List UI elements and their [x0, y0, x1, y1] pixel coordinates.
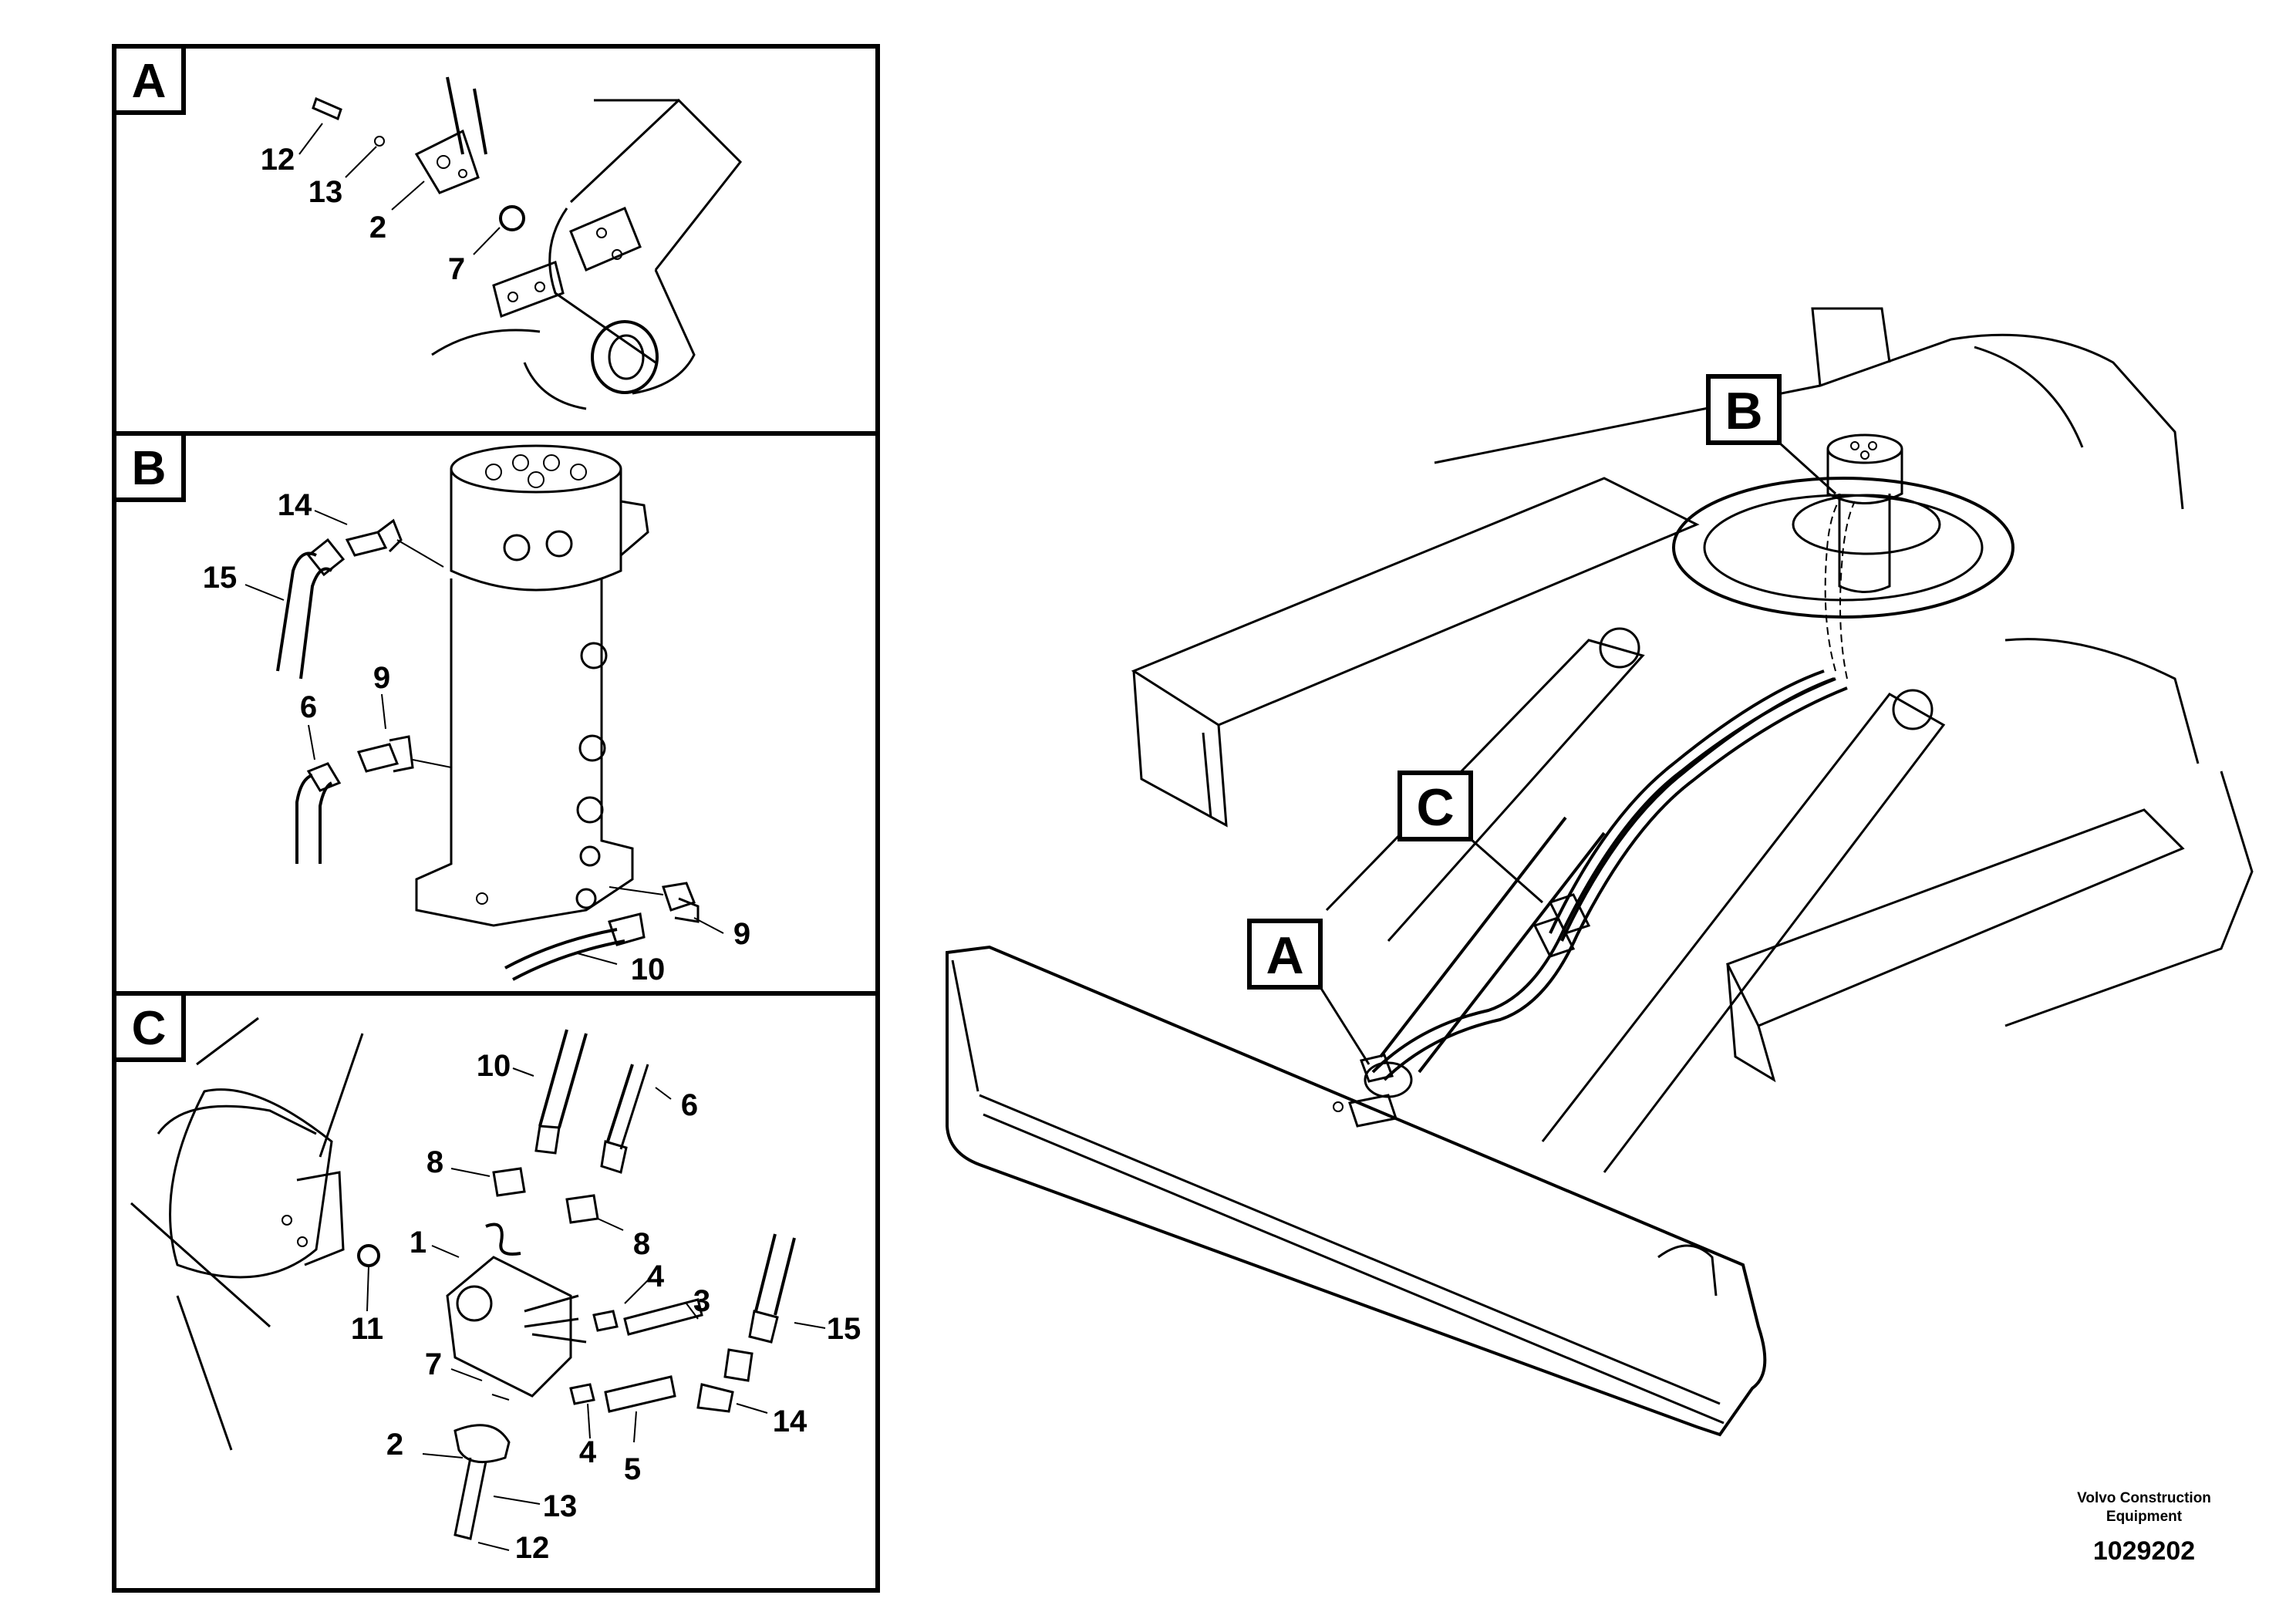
- footer: Volvo Construction Equipment 1029202: [2077, 1490, 2211, 1566]
- callout-10: 10: [631, 953, 666, 986]
- overview-drawing: [946, 307, 2254, 1437]
- callout-12: 12: [515, 1531, 550, 1565]
- panel-c-letter-box: C: [112, 991, 186, 1062]
- callout-14: 14: [278, 488, 312, 522]
- panel-a-letter: A: [132, 55, 167, 108]
- panel-c-callouts: 10 6 8 8 1 4 3 11 15 7 14 4 5 2: [351, 1049, 861, 1565]
- callout-7: 7: [448, 252, 465, 286]
- overview-label-c: C: [1397, 771, 1543, 904]
- callout-1: 1: [410, 1226, 426, 1259]
- panel-b-drawing: [276, 444, 700, 981]
- callout-11: 11: [351, 1312, 383, 1346]
- panel-a-letter-box: A: [112, 44, 186, 115]
- panel-b-letter-box: B: [112, 431, 186, 502]
- callout-8-left: 8: [426, 1145, 443, 1179]
- callout-6: 6: [681, 1088, 698, 1122]
- panel-c: C: [112, 991, 880, 1593]
- callout-2: 2: [386, 1428, 403, 1462]
- panel-b-callouts: 14 15 9 6 9 10: [203, 488, 750, 986]
- panel-b-letter: B: [132, 442, 167, 495]
- callout-12: 12: [261, 143, 295, 177]
- overview-letter-c: C: [1416, 778, 1454, 837]
- callout-15: 15: [203, 561, 238, 595]
- overview-label-a: A: [1247, 919, 1371, 1065]
- callout-6: 6: [300, 690, 317, 724]
- callout-7: 7: [425, 1347, 442, 1381]
- callout-4-lower: 4: [579, 1435, 597, 1469]
- document-number: 1029202: [2093, 1536, 2195, 1566]
- overview-letter-b: B: [1725, 382, 1762, 440]
- callout-5: 5: [624, 1452, 641, 1486]
- panel-a: A 12: [112, 44, 880, 436]
- callout-14: 14: [773, 1404, 807, 1438]
- callout-10: 10: [477, 1049, 511, 1083]
- panel-b: B: [112, 431, 880, 996]
- callout-2: 2: [369, 211, 386, 244]
- callout-9-upper: 9: [373, 661, 390, 695]
- panel-c-drawing: [130, 1017, 796, 1540]
- panel-a-drawing: [312, 76, 743, 410]
- panel-c-letter: C: [132, 1002, 167, 1055]
- panel-a-callouts: 12 13 2 7: [261, 123, 501, 286]
- callout-13: 13: [543, 1489, 578, 1523]
- overview-letter-a: A: [1266, 926, 1303, 985]
- credit-line-2: Equipment: [2106, 1509, 2183, 1525]
- overview-label-b: B: [1706, 374, 1837, 495]
- callout-3: 3: [693, 1284, 710, 1318]
- credit-line-1: Volvo Construction: [2077, 1490, 2211, 1506]
- callout-8-right: 8: [633, 1227, 650, 1261]
- callout-4-upper: 4: [647, 1259, 665, 1293]
- callout-13: 13: [308, 175, 343, 209]
- callout-9-lower: 9: [733, 917, 750, 951]
- callout-15: 15: [827, 1312, 861, 1346]
